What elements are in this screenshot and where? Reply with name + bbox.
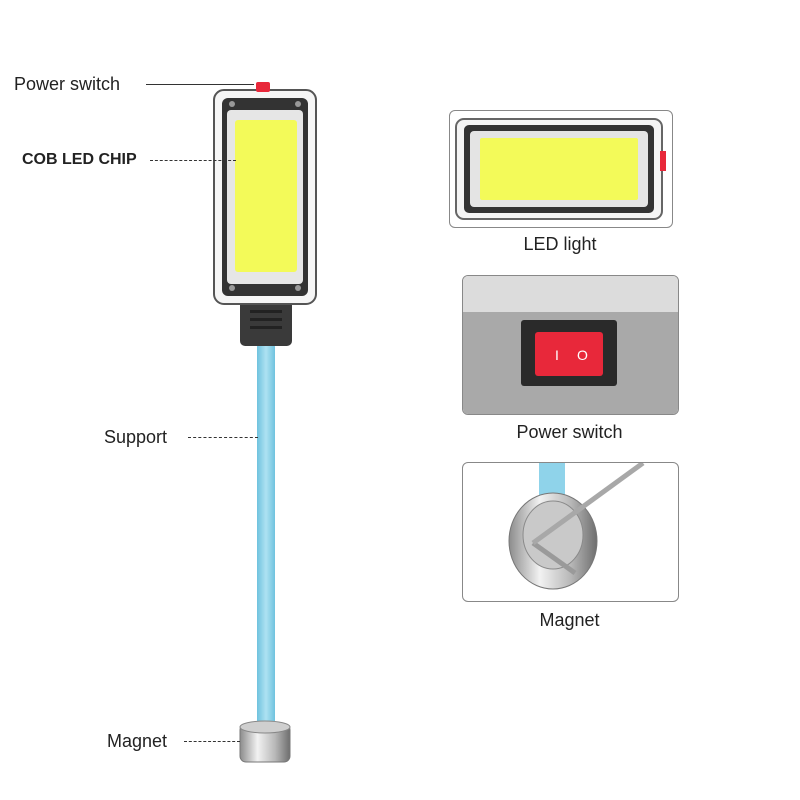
led-light-closeup: [455, 118, 666, 220]
flexible-arm: [257, 338, 275, 730]
caption-magnet: Magnet: [539, 610, 600, 630]
magnet-closeup: [508, 463, 645, 590]
caption-power-switch: Power switch: [516, 422, 623, 442]
switch-off-symbol: O: [577, 347, 588, 363]
callout-power-switch: Power switch: [14, 74, 121, 94]
cob-led-chip: [235, 120, 297, 272]
leader-magnet: [184, 741, 240, 742]
lamp-neck: [240, 300, 292, 346]
lamp-head: [213, 89, 317, 305]
leader-support: [188, 437, 258, 438]
panel-magnet: [462, 462, 679, 602]
power-switch-closeup: I O: [463, 276, 678, 414]
magnet-base: [239, 720, 291, 763]
caption-led-light: LED light: [523, 234, 597, 254]
panel-led-light: [449, 110, 673, 228]
leader-cob-led-chip: [150, 160, 236, 161]
leader-power-switch: [146, 84, 254, 85]
callout-cob-led-chip: COB LED CHIP: [22, 151, 137, 168]
power-switch-nub: [256, 82, 270, 92]
switch-on-symbol: I: [555, 347, 559, 363]
callout-support: Support: [104, 427, 168, 447]
callout-magnet: Magnet: [107, 731, 168, 751]
panel-power-switch: I O: [462, 275, 679, 415]
